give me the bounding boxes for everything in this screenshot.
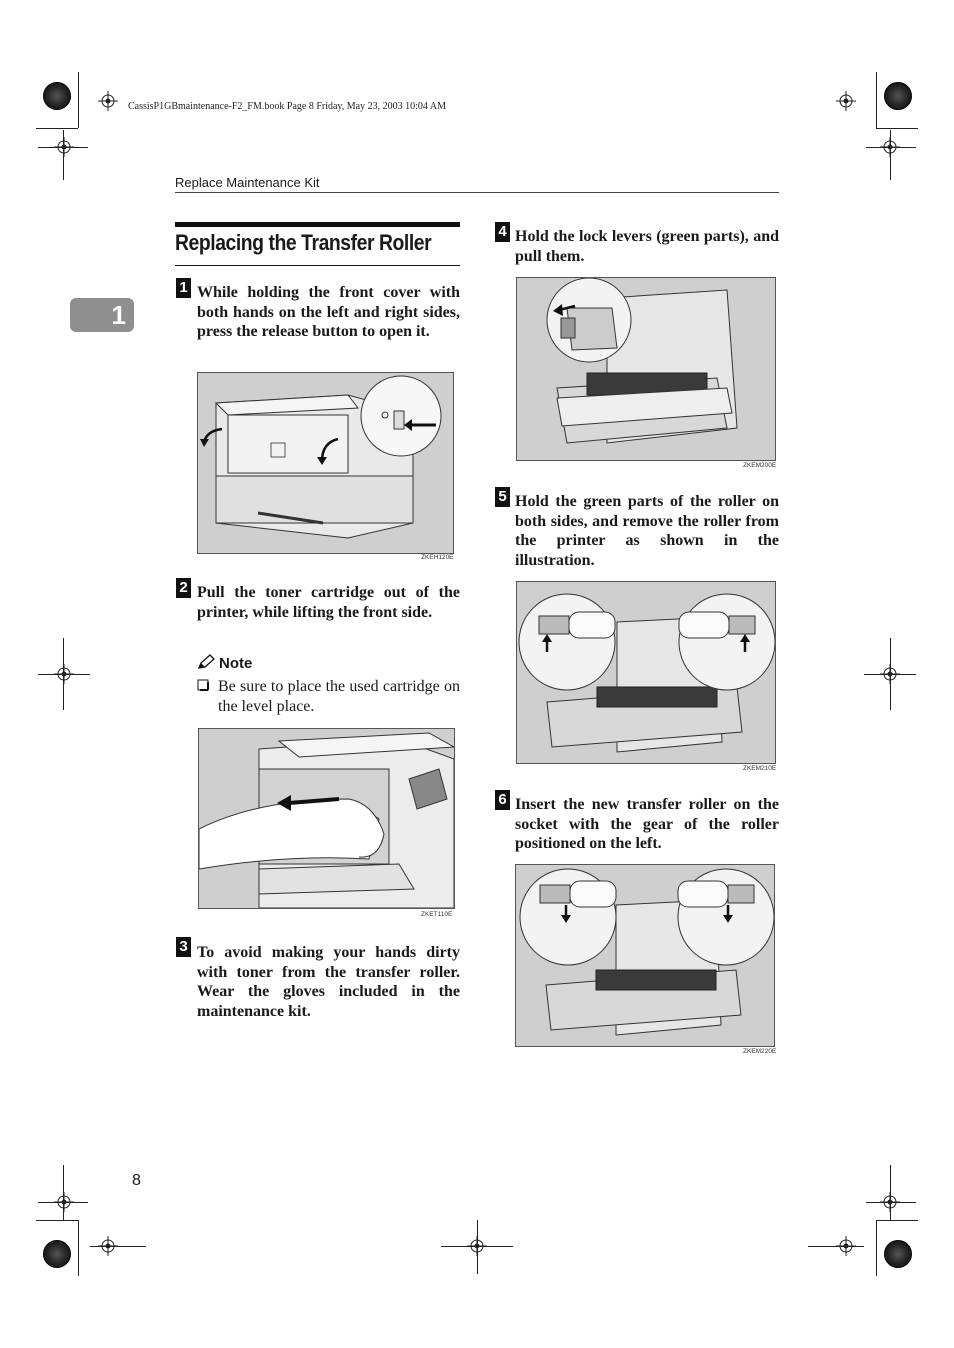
step-number: 4 [495, 222, 510, 242]
registration-disc-icon [884, 82, 912, 110]
step-number: 2 [176, 578, 191, 598]
step-text: Pull the toner cartridge out of the prin… [197, 584, 460, 621]
header-rule [175, 192, 779, 193]
registration-disc-icon [43, 1240, 71, 1268]
step-number: 1 [176, 278, 191, 298]
figure-pull-cartridge [198, 728, 455, 909]
step-text: To avoid making your hands dirty with to… [197, 944, 460, 1021]
pencil-icon [197, 654, 215, 669]
figure-insert-roller [515, 864, 775, 1047]
figure-code: ZKET110E [421, 911, 453, 918]
crosshair-icon [836, 91, 856, 111]
note-bullet [197, 678, 209, 696]
note-heading-row: Note [197, 654, 252, 673]
figure-code: ZKEH120E [421, 554, 454, 561]
figure-lock-levers [516, 277, 776, 461]
step-text: While holding the front cover with both … [197, 284, 460, 341]
step-number: 6 [495, 790, 510, 810]
note-item: Be sure to place the used cartridge on t… [218, 678, 460, 715]
figure-remove-roller [516, 581, 776, 764]
figure-code: ZKEM210E [743, 765, 777, 772]
crosshair-icon [98, 91, 118, 111]
step-number: 5 [495, 487, 510, 507]
figure-code: ZKEM200E [743, 462, 777, 469]
section-rule-bottom [175, 265, 460, 266]
figure-code: ZKEM220E [743, 1048, 777, 1055]
section-title: Replacing the Transfer Roller [175, 230, 432, 255]
page-number: 8 [132, 1172, 141, 1189]
book-info: CassisP1GBmaintenance-F2_FM.book Page 8 … [128, 101, 446, 112]
registration-disc-icon [43, 82, 71, 110]
registration-disc-icon [884, 1240, 912, 1268]
section-rule-top [175, 222, 460, 227]
running-head: Replace Maintenance Kit [175, 175, 320, 190]
figure-open-cover [197, 372, 454, 554]
step-text: Hold the green parts of the roller on bo… [515, 493, 779, 570]
step-number: 3 [176, 937, 191, 957]
chapter-tab: 1 [70, 298, 134, 332]
step-text: Insert the new transfer roller on the so… [515, 796, 779, 853]
step-text: Hold the lock levers (green parts), and … [515, 228, 779, 265]
note-heading: Note [219, 655, 253, 672]
checkbox-bullet-icon [197, 679, 209, 691]
